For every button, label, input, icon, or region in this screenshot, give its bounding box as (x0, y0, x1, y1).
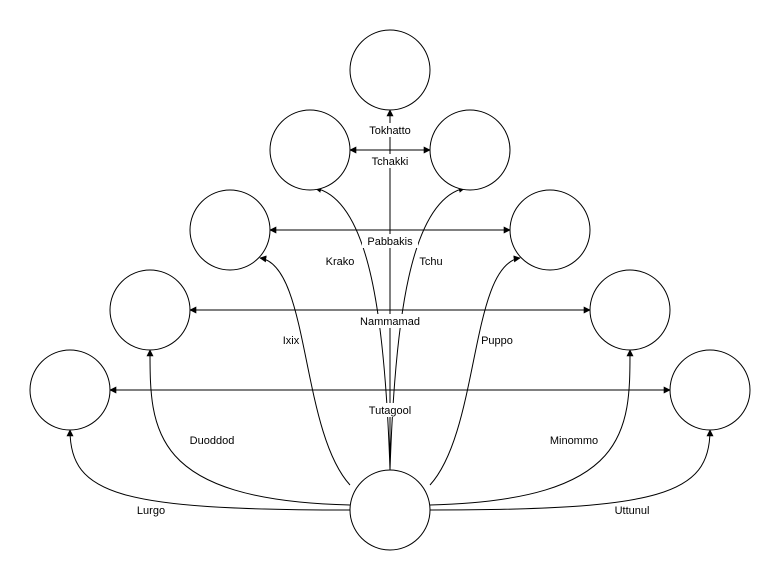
edge-root-to-left-2 (259, 255, 351, 486)
label-minommo: Minommo (550, 435, 598, 447)
label-pabbakis: Pabbakis (367, 236, 413, 248)
edge-root-to-right-3 (429, 349, 634, 506)
node-root (349, 469, 431, 551)
edge-root-to-left-3 (146, 349, 351, 506)
label-tokhatto: Tokhatto (369, 125, 411, 137)
label-puppo: Puppo (481, 335, 513, 347)
label-duoddod: Duoddod (190, 435, 235, 447)
label-uttunul: Uttunul (615, 505, 650, 517)
label-lurgo: Lurgo (137, 505, 165, 517)
node-right-4 (669, 349, 751, 431)
label-tutagool: Tutagool (369, 405, 411, 417)
node-left-2 (189, 189, 271, 271)
label-krako: Krako (326, 256, 355, 268)
node-right-1 (429, 109, 511, 191)
node-right-3 (589, 269, 671, 351)
edge-root-to-right-2 (429, 255, 521, 486)
node-left-4 (29, 349, 111, 431)
edge-root-to-right-4 (429, 429, 714, 511)
node-left-1 (269, 109, 351, 191)
edge-labels: Tokhatto Tchakki Pabbakis Krako Tchu Nam… (137, 123, 650, 517)
label-ixix: Ixix (283, 335, 300, 347)
node-left-3 (109, 269, 191, 351)
node-right-2 (509, 189, 591, 271)
edge-root-to-left-4 (66, 429, 351, 511)
nodes (29, 29, 751, 551)
label-tchakki: Tchakki (372, 156, 409, 168)
node-top (349, 29, 431, 111)
label-nammamad: Nammamad (360, 316, 420, 328)
label-tchu: Tchu (419, 256, 442, 268)
